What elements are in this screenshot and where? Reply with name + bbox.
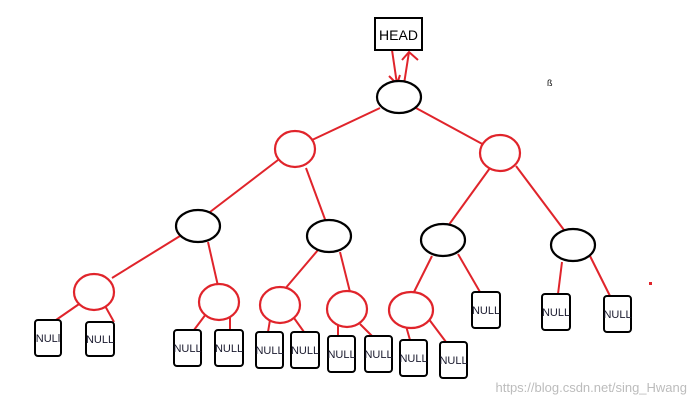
- svg-text:NULL: NULL: [364, 349, 392, 361]
- edge: [427, 317, 447, 343]
- null-boxes: NULl NULL NULL NULL NULL NULL NULL NULL …: [34, 291, 632, 379]
- node-red: [258, 285, 302, 325]
- edge: [283, 249, 319, 291]
- svg-text:NULL: NULL: [86, 334, 114, 346]
- stray-dot: [649, 282, 652, 285]
- node-root: [375, 79, 423, 115]
- edge: [111, 235, 181, 279]
- svg-text:NULL: NULL: [173, 343, 201, 355]
- null-box: NULL: [85, 321, 115, 357]
- null-box: NULL: [255, 331, 284, 369]
- edge: [305, 167, 327, 223]
- node-red: [197, 282, 241, 322]
- null-box: NULL: [290, 331, 320, 369]
- edge: [413, 255, 433, 293]
- edge: [457, 253, 481, 293]
- black-nodes: [174, 79, 597, 263]
- null-box: NULL: [364, 335, 393, 373]
- arrow-head-up: [401, 50, 419, 61]
- null-box: NULL: [471, 291, 501, 329]
- node-red: [273, 129, 317, 169]
- node-red: [478, 133, 522, 173]
- node-red: [72, 272, 116, 312]
- svg-text:NULL: NULL: [542, 307, 570, 319]
- node-black: [174, 208, 222, 244]
- svg-text:NULL: NULL: [399, 353, 427, 365]
- edge: [515, 165, 565, 231]
- edge: [415, 107, 487, 147]
- node-red: [387, 290, 435, 330]
- edge: [193, 313, 207, 331]
- edge: [293, 317, 305, 333]
- edge: [447, 167, 491, 227]
- svg-text:NULL: NULL: [291, 345, 319, 357]
- svg-text:NULL: NULL: [603, 309, 631, 321]
- null-box: NULL: [541, 293, 571, 331]
- edge: [55, 301, 83, 321]
- node-red: [325, 289, 369, 329]
- null-box: NULL: [327, 335, 356, 373]
- edge-root-to-head: [403, 51, 410, 85]
- node-black: [305, 218, 353, 254]
- edge: [267, 319, 271, 333]
- head-rect: [374, 17, 423, 51]
- null-box: NULL: [603, 295, 632, 333]
- svg-text:NULl: NULl: [36, 333, 60, 345]
- svg-text:NULL: NULL: [215, 343, 243, 355]
- svg-text:NULL: NULL: [327, 349, 355, 361]
- null-box: NULL: [214, 329, 244, 367]
- edge: [557, 261, 563, 295]
- null-box: NULL: [173, 329, 202, 367]
- svg-text:NULL: NULL: [255, 345, 283, 357]
- null-box: NULL: [399, 339, 428, 377]
- edge: [209, 159, 279, 213]
- null-box: NULl: [34, 319, 62, 357]
- tree-edges: [55, 49, 611, 343]
- edge: [207, 241, 219, 287]
- edge: [359, 323, 373, 337]
- edge: [311, 107, 381, 141]
- svg-text:NULL: NULL: [472, 305, 500, 317]
- node-black: [419, 222, 467, 258]
- head-label: HEAD: [379, 27, 418, 43]
- node-black: [549, 227, 597, 263]
- edge-head-to-root: [391, 49, 398, 85]
- watermark: https://blog.csdn.net/sing_Hwang: [495, 380, 687, 395]
- stray-glyph: ß: [547, 78, 553, 88]
- svg-text:NULL: NULL: [439, 355, 467, 367]
- null-box: NULL: [439, 341, 468, 379]
- head-box: HEAD: [374, 17, 423, 51]
- edge: [339, 251, 351, 293]
- red-nodes: [72, 129, 522, 330]
- edge: [589, 255, 611, 297]
